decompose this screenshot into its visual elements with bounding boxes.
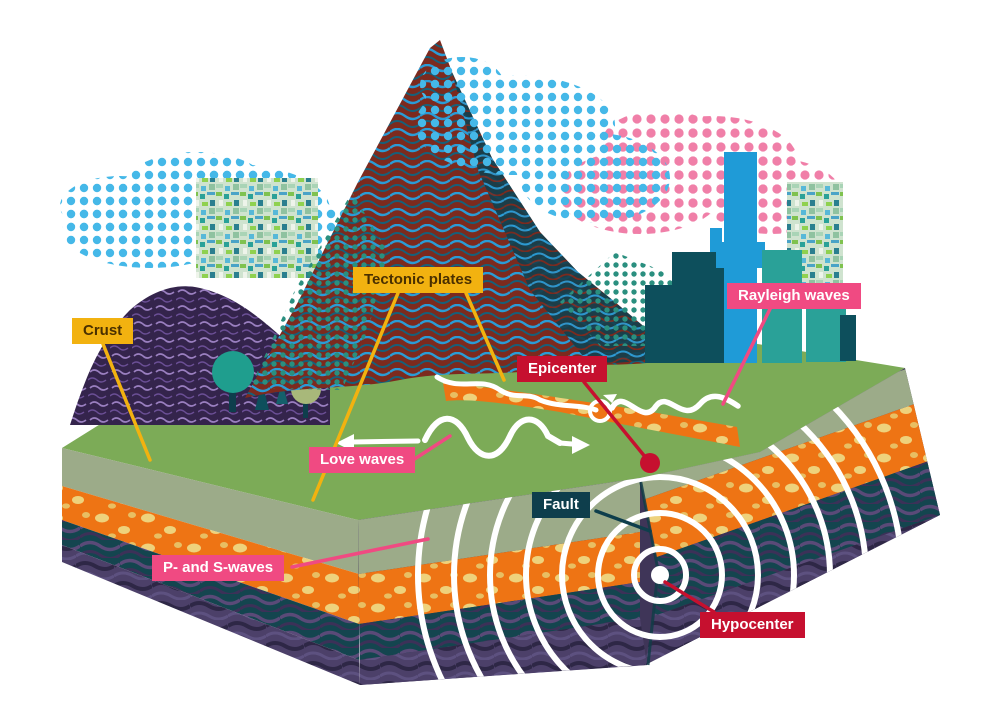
ps-waves-leader [290, 537, 430, 569]
label-p-and-s-waves: P- and S-waves [152, 555, 285, 581]
rayleigh-leader [721, 307, 772, 406]
label-crust: Crust [72, 318, 134, 344]
love-leader [411, 434, 452, 462]
fault-trace-line [434, 374, 599, 413]
label-tectonic-plates: Tectonic plates [353, 267, 484, 293]
label-hypocenter: Hypocenter [700, 612, 805, 638]
city-skyline [645, 152, 856, 363]
front-left-face-strata [62, 448, 360, 685]
love-waves-arrows [336, 415, 590, 459]
hypocenter-dot [651, 566, 669, 584]
crust-leader [101, 342, 152, 462]
glitch-texture-left [196, 178, 318, 278]
epicenter-leader [582, 380, 648, 460]
label-love-waves: Love waves [309, 447, 416, 473]
tectonic-leader-right [464, 291, 506, 382]
hypocenter-leader [663, 580, 716, 614]
label-epicenter: Epicenter [517, 356, 608, 382]
label-rayleigh-waves: Rayleigh waves [727, 283, 861, 309]
trees [212, 351, 321, 418]
label-fault: Fault [532, 492, 590, 518]
fault-leader [594, 509, 652, 533]
